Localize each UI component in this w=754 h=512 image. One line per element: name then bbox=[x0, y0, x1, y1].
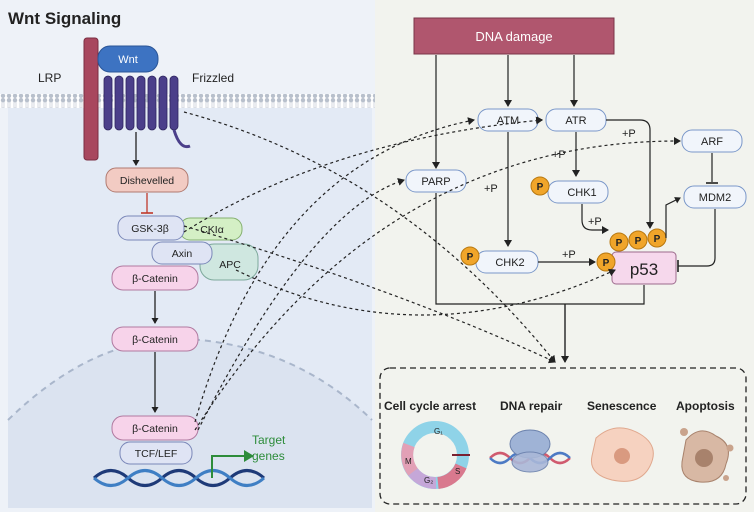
tcf-lef-label: TCF/LEF bbox=[135, 448, 178, 460]
svg-text:P: P bbox=[537, 182, 544, 193]
frizzled-tail bbox=[172, 129, 191, 149]
line-parp-outcomes bbox=[435, 193, 565, 305]
bcatenin-3-label: β-Catenin bbox=[132, 423, 178, 435]
outcomes-box bbox=[379, 367, 747, 505]
target-genes-label-2: genes bbox=[252, 449, 285, 463]
outcome-cell-cycle-arrest: Cell cycle arrest bbox=[384, 399, 476, 413]
chk2-label: CHK2 bbox=[495, 257, 524, 269]
crosstalk-bcatenin-atm bbox=[194, 117, 475, 423]
mdm2-label: MDM2 bbox=[699, 192, 731, 204]
ck1a-label: CKIα bbox=[200, 224, 224, 236]
inhibition-mdm2-p53 bbox=[678, 209, 716, 267]
apoptosis-cell-icon bbox=[680, 428, 734, 483]
parp-label: PARP bbox=[421, 176, 450, 188]
phospho-badge: P bbox=[530, 176, 550, 196]
svg-text:M: M bbox=[405, 457, 412, 466]
dna-helix bbox=[93, 469, 265, 487]
svg-text:S: S bbox=[455, 467, 460, 476]
svg-text:P: P bbox=[635, 236, 642, 247]
svg-text:P: P bbox=[603, 258, 610, 269]
bcatenin-2-label: β-Catenin bbox=[132, 334, 178, 346]
arrow-atr-p53 bbox=[606, 119, 654, 229]
atr-label: ATR bbox=[565, 115, 586, 127]
dishevelled-label: Dishevelled bbox=[120, 175, 174, 187]
crosstalk-apc-p53 bbox=[235, 268, 616, 316]
gsk3b-label: GSK-3β bbox=[131, 223, 169, 235]
dishevelled-node bbox=[105, 167, 189, 193]
outcome-senescence: Senescence bbox=[587, 399, 657, 413]
panel-title: Wnt Signaling bbox=[8, 9, 121, 28]
tcf-lef-node bbox=[119, 441, 193, 465]
crosstalk-frizzled-outcomes bbox=[183, 111, 556, 363]
target-genes-arrow bbox=[211, 455, 246, 478]
phospho-badge: P bbox=[647, 228, 667, 248]
p53-label: p53 bbox=[630, 260, 658, 279]
crosstalk-bcatenin-arf bbox=[194, 136, 681, 431]
cell-membrane bbox=[0, 94, 375, 108]
axin-node bbox=[151, 241, 213, 265]
bcatenin-free-node bbox=[111, 326, 199, 352]
crosstalk-arrows bbox=[183, 111, 681, 431]
wnt-label: Wnt bbox=[118, 54, 138, 66]
plus-p-label: +P bbox=[622, 128, 636, 140]
phospho-badge: P bbox=[609, 232, 629, 252]
arf-label: ARF bbox=[701, 136, 723, 148]
phospho-badge: P bbox=[628, 230, 648, 250]
axin-label: Axin bbox=[172, 248, 193, 260]
plus-p-label: +P bbox=[562, 249, 576, 261]
svg-text:G₁: G₁ bbox=[434, 427, 443, 436]
dna-repair-icon bbox=[489, 429, 571, 473]
chk1-node bbox=[547, 180, 609, 204]
parp-node bbox=[405, 169, 467, 193]
lrp-label: LRP bbox=[38, 71, 61, 85]
phospho-badge: P bbox=[460, 246, 480, 266]
bcatenin-1-label: β-Catenin bbox=[132, 273, 178, 285]
svg-text:P: P bbox=[616, 238, 623, 249]
apc-label: APC bbox=[219, 259, 241, 271]
phospho-badge: P bbox=[596, 252, 616, 272]
gsk3b-node bbox=[117, 215, 185, 241]
outcome-dna-repair: DNA repair bbox=[500, 399, 563, 413]
svg-text:G₂: G₂ bbox=[424, 476, 433, 485]
crosstalk-bcatenin-parp bbox=[197, 178, 405, 431]
bcatenin-complex-node bbox=[111, 265, 199, 291]
senescence-cell-icon bbox=[590, 427, 654, 482]
dna-damage-node bbox=[413, 17, 615, 55]
bcatenin-nuclear-node bbox=[111, 415, 199, 441]
arrow-chk1-p53 bbox=[581, 204, 609, 234]
crosstalk-gsk3b-outcomes bbox=[183, 225, 556, 364]
lrp-receptor bbox=[83, 37, 99, 161]
mdm2-node bbox=[683, 185, 747, 209]
wnt-ligand bbox=[97, 45, 159, 73]
svg-text:P: P bbox=[467, 252, 474, 263]
plus-p-label: +P bbox=[484, 183, 498, 195]
dna-damage-label: DNA damage bbox=[475, 29, 552, 44]
arrow-p53-mdm2 bbox=[665, 197, 681, 238]
cell-cycle-icon: G₁ S G₂ M bbox=[401, 421, 470, 489]
chk1-label: CHK1 bbox=[567, 187, 596, 199]
plus-p-label: +P bbox=[588, 216, 602, 228]
svg-text:P: P bbox=[654, 234, 661, 245]
frizzled-receptor bbox=[103, 75, 179, 131]
line-p53-outcomes bbox=[565, 285, 645, 305]
target-genes-label-1: Target bbox=[252, 433, 286, 447]
frizzled-label: Frizzled bbox=[192, 71, 234, 85]
arf-node bbox=[681, 129, 743, 153]
plus-p-label: +P bbox=[552, 149, 566, 161]
outcome-apoptosis: Apoptosis bbox=[676, 399, 735, 413]
